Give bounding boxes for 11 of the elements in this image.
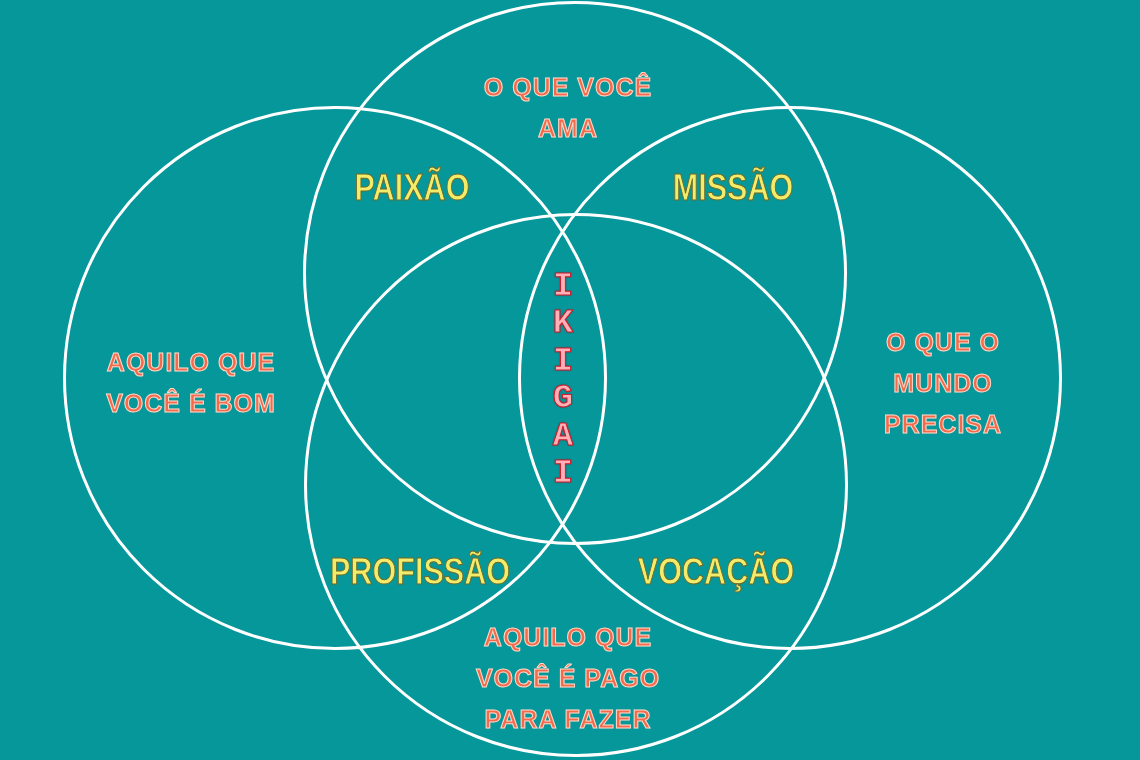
intersection-label: MISSÃO xyxy=(672,167,794,209)
circle-label: O QUE VOCÊ AMA xyxy=(482,71,654,144)
circle-label: O QUE O MUNDO PRECISA xyxy=(882,326,1004,440)
intersection-label: PROFISSÃO xyxy=(329,551,511,593)
intersection-label: VOCAÇÃO xyxy=(637,551,795,593)
circle-label: AQUILO QUE VOCÊ É BOM xyxy=(105,347,277,419)
circle-label: AQUILO QUE VOCÊ É PAGO PARA FAZER xyxy=(474,621,662,735)
intersection-label: PAIXÃO xyxy=(354,167,470,209)
center-title: IKIGAI xyxy=(551,267,575,493)
venn-circle xyxy=(303,1,847,545)
venn-circle xyxy=(304,213,848,757)
